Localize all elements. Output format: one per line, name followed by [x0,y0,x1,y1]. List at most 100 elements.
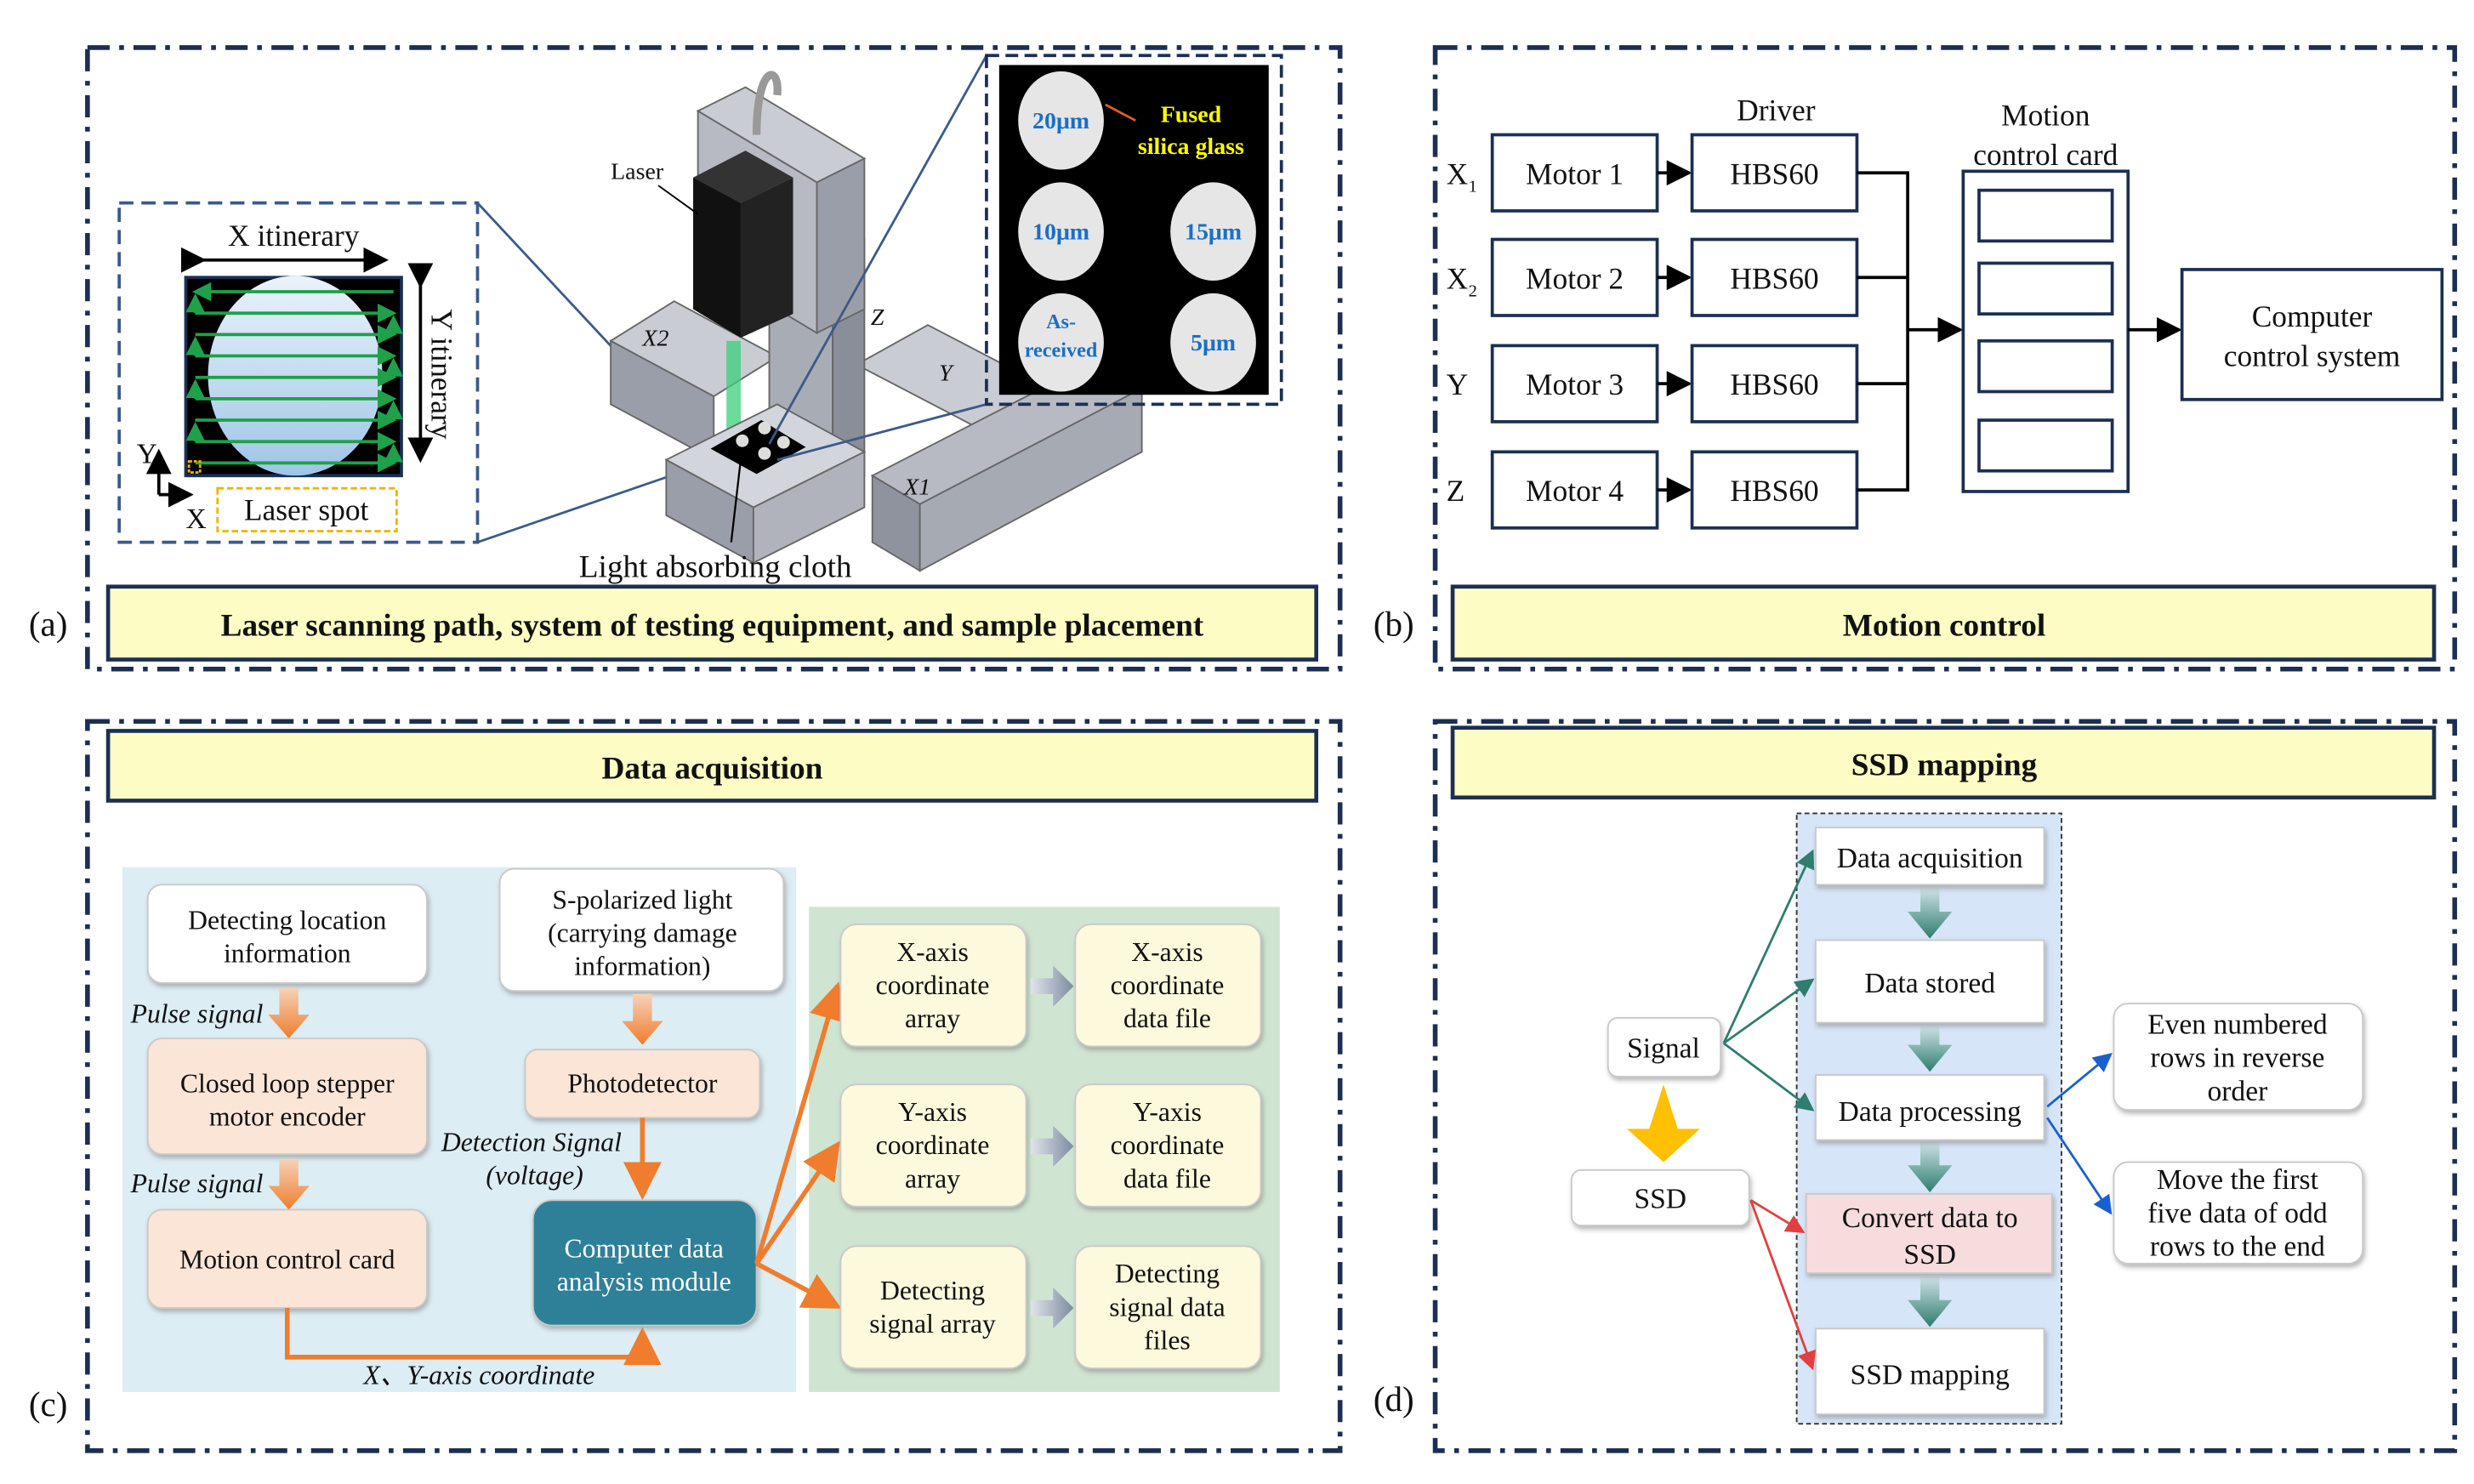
card-slot [1977,188,2114,243]
driver-box [1690,344,1859,424]
driver-label: HBS60 [1730,474,1818,508]
driver-label: HBS60 [1730,367,1818,401]
y-itinerary-label: Y itinerary [424,309,458,439]
axis-label: Y [1447,367,1469,401]
note-odd-rows-1: Move the first [2157,1164,2319,1196]
step-ssd-mapping [1815,1328,2045,1415]
s-polarized-text-1: S-polarized light [552,884,732,914]
pulse-arrow-1 [268,987,310,1039]
x1-axis-label: X1 [903,475,930,501]
axis-subscript: 2 [1469,282,1477,301]
sample-label: received [1025,338,1098,361]
card-header-1: Motion [2001,98,2090,132]
panel-d-border [1432,719,2458,1453]
laser-spot-box [216,486,398,532]
testing-equipment-illustration: Laser X2 Z Y X1 Light absorbing cloth [579,54,1144,585]
fused-silica-label-1: Fused [1161,102,1222,128]
step-convert-to-ssd [1805,1192,2053,1274]
driver-box [1690,133,1859,213]
fused-silica-label-2: silica glass [1138,134,1244,160]
driver-box [1690,237,1859,317]
sample-label: 5μm [1191,330,1236,356]
step-arrows [1908,888,1953,1328]
sample-label: 10μm [1032,219,1089,246]
file-text: Y-axis [1133,1097,1202,1127]
panel-a-caption: Laser scanning path, system of testing e… [221,609,1204,644]
coordinate-feedback-line [284,1308,662,1366]
panel-a-border [85,45,1343,672]
pulse-signal-label-2: Pulse signal [130,1168,264,1198]
signal-to-ssd-arrow [1627,1084,1700,1163]
file-text: Detecting [1115,1259,1220,1288]
motion-control-card-text: Motion control card [179,1244,395,1274]
axis-label: X [1447,261,1469,295]
coordinate-array-box [839,1083,1027,1208]
array-to-file-arrow [1031,1125,1074,1168]
detecting-location-text-1: Detecting location [188,905,386,935]
laser-spot-marker [187,460,202,474]
file-text: X-axis [1131,937,1203,967]
step-data-stored [1815,939,2045,1024]
file-text: files [1144,1326,1191,1356]
motor-box [1490,133,1659,213]
panel-a: (a) Laser scanning path, system of testi… [29,45,1343,672]
array-text: coordinate [876,970,990,1000]
panel-c-title-box [105,729,1319,803]
sample-disk [1170,293,1256,392]
array-text: array [905,1163,960,1193]
panel-c-title: Data acquisition [601,751,822,786]
sample-disk [1018,293,1104,392]
laser-beam [726,340,741,436]
file-text: coordinate [1111,1130,1225,1160]
array-to-file-arrow [1031,965,1074,1007]
data-file-box [1074,1245,1262,1369]
s-polarized-light-box [498,867,785,992]
data-file-box [1074,923,1262,1048]
coordinate-array-box [839,1245,1027,1369]
computer-module-text-2: analysis module [557,1267,731,1297]
coordinate-array-box [839,923,1027,1048]
note-odd-rows-3: rows to the end [2150,1231,2325,1263]
sample-disk [1170,182,1256,281]
panel-a-caption-box [105,584,1319,662]
sample-label: 20μm [1032,108,1089,134]
note-odd-rows-2: five data of odd [2147,1197,2328,1229]
array-text: Y-axis [898,1097,967,1127]
computer-line-1: Computer [2252,299,2373,333]
signal-text: Signal [1627,1032,1700,1064]
card-slot [1977,418,2114,473]
signal-box [1607,1016,1722,1077]
card-header-2: control card [1973,138,2118,172]
photodetector-text: Photodetector [567,1069,717,1099]
driver-label: HBS60 [1730,261,1818,295]
motor-box [1490,237,1659,317]
note-even-rows-1: Even numbered [2147,1009,2328,1041]
step-data-processing [1815,1074,2045,1141]
step-data-processing-text: Data processing [1839,1096,2022,1128]
array-text: X-axis [896,937,968,967]
xy-coordinate-label: X、Y-axis coordinate [361,1361,594,1390]
card-slot [1977,338,2114,394]
axis-label: Z [1447,474,1465,508]
pulse-arrow-2 [268,1158,310,1210]
computer-line-2: control system [2224,339,2401,373]
driver-box [1690,450,1859,530]
motor-label: Motor 2 [1526,261,1624,295]
motor-box [1490,450,1659,530]
axis-label: X [1447,156,1469,190]
array-text: coordinate [876,1130,990,1160]
axis-x-label: X [185,503,206,535]
driver-label: HBS60 [1730,156,1818,190]
output-row: Y-axiscoordinatearrayY-axiscoordinatedat… [839,1083,1262,1208]
driver-header: Driver [1737,94,1816,128]
panel-b-border [1432,45,2458,672]
light-absorbing-cloth-label: Light absorbing cloth [579,550,852,585]
axis-y-label: Y [137,438,157,469]
x2-axis-label: X2 [641,325,668,351]
computer-control-system-box [2180,268,2444,401]
light-arrow [622,993,663,1045]
